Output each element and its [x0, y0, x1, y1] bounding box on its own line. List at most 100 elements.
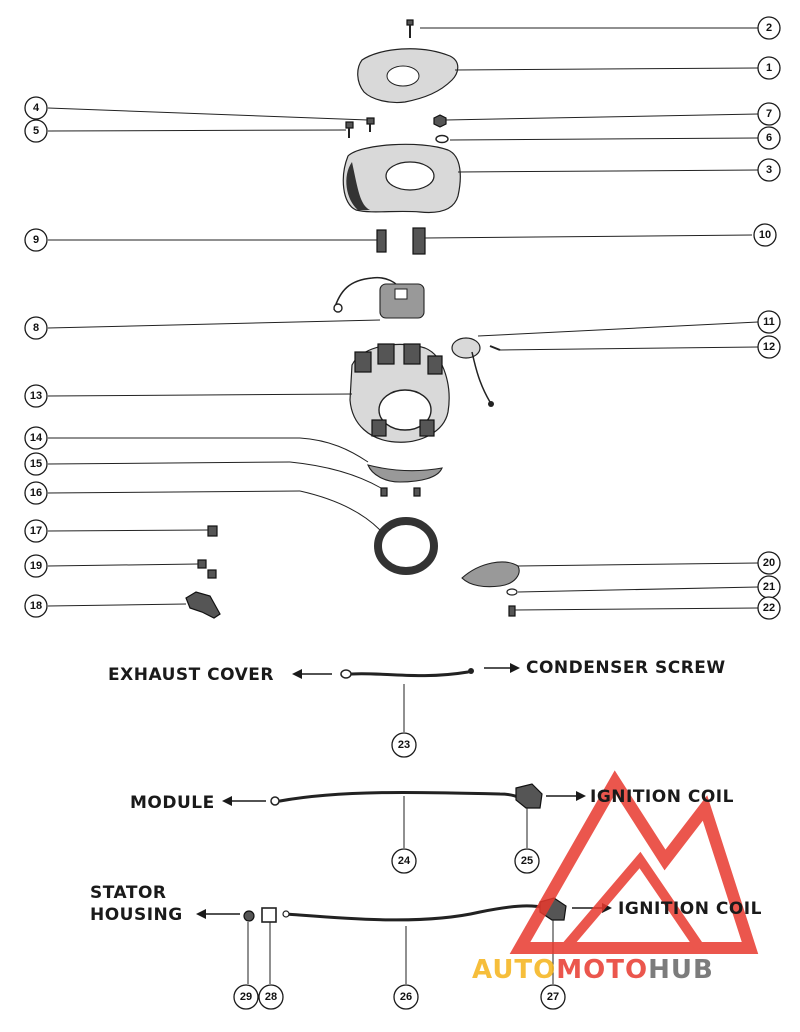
- part-22-screw: [508, 605, 516, 617]
- svg-text:9: 9: [33, 234, 39, 246]
- callout-22: 22: [757, 596, 781, 620]
- callout-9: 9: [24, 228, 48, 252]
- part-21-washer: [506, 588, 518, 596]
- callout-14: 14: [24, 426, 48, 450]
- svg-text:24: 24: [398, 855, 411, 867]
- part-17-nut: [207, 525, 218, 537]
- callout-12: 12: [757, 335, 781, 359]
- callout-13: 13: [24, 384, 48, 408]
- part-16-ring: [374, 517, 438, 575]
- callout-markers: 1 2 3 4 5 6 7 8 9 10 11 12 13 14 15 16 1…: [24, 16, 781, 1010]
- svg-text:AUTOMOTOHUB: AUTOMOTOHUB: [472, 955, 714, 985]
- callout-15: 15: [24, 452, 48, 476]
- svg-text:8: 8: [33, 322, 39, 334]
- label-module: MODULE: [130, 793, 215, 813]
- svg-text:1: 1: [766, 62, 772, 74]
- part-18-bracket: [185, 591, 221, 619]
- part-7-nut: [433, 114, 447, 128]
- callout-6: 6: [757, 126, 781, 150]
- svg-text:11: 11: [763, 316, 775, 328]
- svg-text:15: 15: [30, 458, 42, 470]
- svg-text:16: 16: [30, 487, 42, 499]
- svg-text:14: 14: [30, 432, 43, 444]
- part-15-screws: [380, 487, 421, 497]
- part-4-screw: [366, 117, 375, 132]
- svg-text:23: 23: [398, 739, 410, 751]
- callout-1: 1: [757, 56, 781, 80]
- svg-text:19: 19: [30, 560, 42, 572]
- svg-text:28: 28: [265, 991, 277, 1003]
- part-2-screw: [406, 19, 414, 38]
- watermark-triangle-logo: [509, 770, 759, 954]
- part-illustrations: [185, 19, 567, 923]
- svg-text:27: 27: [547, 991, 559, 1003]
- svg-text:25: 25: [521, 855, 533, 867]
- label-stator-line1: STATOR: [90, 883, 167, 903]
- part-20-plate: [461, 561, 520, 588]
- callout-21: 21: [757, 575, 781, 599]
- callout-23: 23: [391, 732, 417, 758]
- callout-7: 7: [757, 102, 781, 126]
- svg-text:7: 7: [766, 108, 772, 120]
- callout-4: 4: [24, 96, 48, 120]
- svg-text:13: 13: [30, 390, 42, 402]
- svg-text:2: 2: [766, 22, 772, 34]
- svg-text:6: 6: [766, 132, 772, 144]
- part-23-wire: [340, 668, 474, 679]
- callout-25: 25: [514, 848, 540, 874]
- watermark-auto: AUTO: [472, 955, 556, 985]
- part-24-wire: [270, 790, 522, 806]
- callout-8: 8: [24, 316, 48, 340]
- part-13-stator: [349, 343, 450, 443]
- callout-27: 27: [540, 984, 566, 1010]
- svg-text:3: 3: [766, 164, 772, 176]
- part-25-boot: [515, 783, 543, 809]
- label-condenser-screw: CONDENSER SCREW: [526, 658, 726, 678]
- callout-16: 16: [24, 481, 48, 505]
- svg-text:5: 5: [33, 125, 39, 137]
- svg-text:17: 17: [30, 525, 42, 537]
- callout-18: 18: [24, 594, 48, 618]
- svg-text:4: 4: [33, 102, 40, 114]
- callout-29: 29: [233, 984, 259, 1010]
- part-5-screw: [345, 121, 354, 138]
- leader-lines: [47, 27, 759, 984]
- callout-24: 24: [391, 848, 417, 874]
- part-26-wire: [282, 904, 547, 922]
- svg-text:10: 10: [759, 229, 771, 241]
- part-12-screw: [489, 345, 501, 351]
- callout-17: 17: [24, 519, 48, 543]
- part-9-block: [376, 229, 387, 253]
- part-11-condenser: [451, 337, 494, 407]
- part-28-clip: [261, 907, 277, 923]
- svg-text:12: 12: [763, 341, 775, 353]
- callout-26: 26: [393, 984, 419, 1010]
- label-ignition-coil-2: IGNITION COIL: [618, 899, 762, 919]
- callout-3: 3: [757, 158, 781, 182]
- label-ignition-coil-1: IGNITION COIL: [590, 787, 734, 807]
- callout-20: 20: [757, 551, 781, 575]
- callout-5: 5: [24, 119, 48, 143]
- svg-text:22: 22: [763, 602, 775, 614]
- part-8-coil: [333, 276, 425, 319]
- callout-10: 10: [753, 223, 777, 247]
- svg-text:20: 20: [763, 557, 775, 569]
- callout-2: 2: [757, 16, 781, 40]
- automotohub-watermark: AUTOMOTOHUB: [472, 770, 759, 985]
- callout-19: 19: [24, 554, 48, 578]
- watermark-hub: HUB: [648, 955, 714, 985]
- part-19-nuts: [197, 559, 217, 579]
- svg-text:26: 26: [400, 991, 412, 1003]
- part-6-washer: [435, 134, 449, 144]
- part-14-plate: [367, 464, 443, 483]
- callout-11: 11: [757, 310, 781, 334]
- callout-28: 28: [258, 984, 284, 1010]
- svg-text:29: 29: [240, 991, 252, 1003]
- label-exhaust-cover: EXHAUST COVER: [108, 665, 274, 685]
- svg-text:21: 21: [763, 581, 775, 593]
- part-10-block: [412, 227, 426, 255]
- watermark-moto: MOTO: [556, 955, 648, 985]
- label-stator-line2: HOUSING: [90, 905, 183, 925]
- svg-text:18: 18: [30, 600, 42, 612]
